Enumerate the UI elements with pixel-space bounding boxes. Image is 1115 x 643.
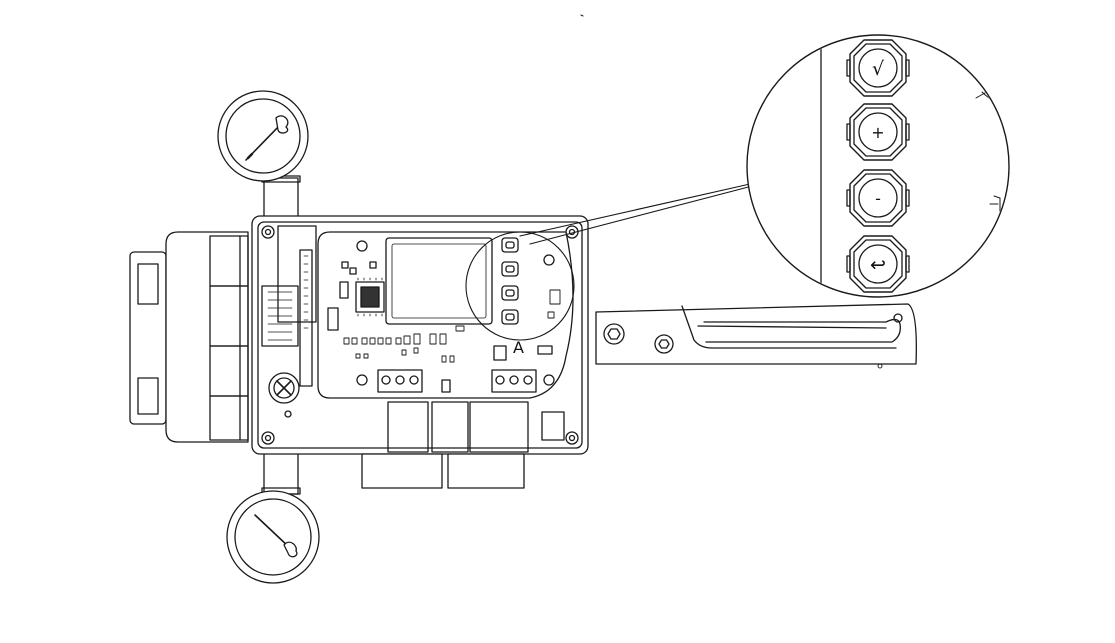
smd-components — [343, 289, 561, 363]
return-arrow-icon: ↩ — [870, 254, 886, 276]
board-keypad — [501, 237, 519, 325]
cable-gland-left — [361, 453, 443, 489]
circuit-board: A — [317, 231, 575, 399]
terminal-block-right — [491, 369, 537, 393]
bottom-pressure-gauge — [226, 451, 320, 584]
cable-gland-right — [447, 453, 525, 489]
hex-nut-icon — [603, 323, 625, 345]
gauge-needle-icon — [254, 514, 298, 558]
checkmark-icon: √ — [872, 58, 885, 80]
keypad-button-back[interactable]: ↩ — [846, 235, 910, 293]
keypad-detail-view: √ + - ↩ — [746, 34, 1010, 298]
gauge-needle-icon — [245, 115, 289, 161]
corner-screw-icon — [261, 225, 275, 239]
corner-screw-icon — [565, 431, 579, 445]
lcd-display — [385, 237, 493, 325]
plus-icon: + — [871, 123, 884, 142]
keypad-button-confirm[interactable]: √ — [846, 39, 910, 97]
terminal-block-left — [377, 369, 423, 393]
keypad-button-decrease[interactable]: - — [846, 169, 910, 227]
keypad-button-increase[interactable]: + — [846, 103, 910, 161]
adjustment-knob-icon — [268, 372, 300, 418]
minus-icon: - — [875, 189, 881, 208]
microcontroller-chip — [355, 277, 385, 317]
corner-screw-icon — [261, 431, 275, 445]
left-manifold — [129, 231, 249, 443]
top-mark — [580, 14, 584, 17]
feedback-lever — [595, 303, 917, 369]
top-pressure-gauge — [217, 90, 309, 219]
board-marker-label: A — [513, 338, 524, 357]
hex-bolt-icon — [654, 334, 674, 354]
callout-leader — [519, 183, 761, 245]
